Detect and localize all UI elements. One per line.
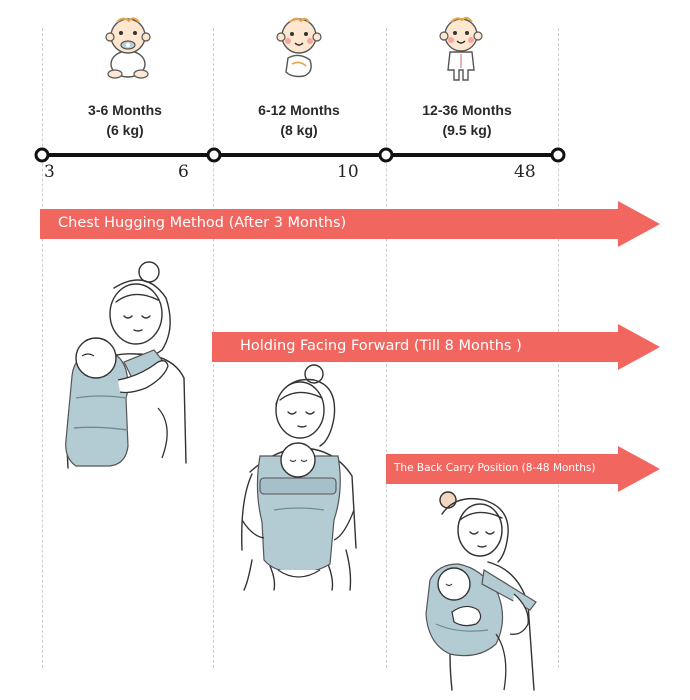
facing-forward-illustration bbox=[234, 360, 364, 592]
timeline-node-4 bbox=[550, 147, 566, 163]
stage-label-1: 3-6 Months (6 kg) bbox=[50, 100, 200, 140]
stage-weight-2: (8 kg) bbox=[280, 122, 318, 138]
stage-months-3: 12-36 Months bbox=[422, 102, 512, 118]
baby-with-pacifier-icon bbox=[103, 14, 153, 82]
tick-label-10: 10 bbox=[337, 162, 359, 182]
back-carry-label: The Back Carry Position (8-48 Months) bbox=[394, 462, 596, 474]
guide-line-1 bbox=[42, 28, 43, 668]
stage-weight-3: (9.5 kg) bbox=[442, 122, 492, 138]
age-timeline bbox=[34, 147, 566, 163]
stage-label-3: 12-36 Months (9.5 kg) bbox=[392, 100, 542, 140]
baby-standing-icon bbox=[436, 14, 486, 84]
stage-months-2: 6-12 Months bbox=[258, 102, 340, 118]
timeline-node-3 bbox=[378, 147, 394, 163]
chest-hugging-illustration bbox=[54, 258, 194, 473]
stage-label-2: 6-12 Months (8 kg) bbox=[224, 100, 374, 140]
chest-hugging-label: Chest Hugging Method (After 3 Months) bbox=[58, 215, 347, 231]
tick-label-48: 48 bbox=[514, 162, 536, 182]
facing-forward-arrow: Holding Facing Forward (Till 8 Months ) bbox=[212, 324, 662, 370]
stage-months-1: 3-6 Months bbox=[88, 102, 162, 118]
back-carry-illustration bbox=[418, 484, 548, 692]
baby-sitting-icon bbox=[274, 14, 324, 82]
tick-label-6: 6 bbox=[178, 162, 189, 182]
stage-weight-1: (6 kg) bbox=[106, 122, 144, 138]
facing-forward-label: Holding Facing Forward (Till 8 Months ) bbox=[240, 338, 522, 354]
timeline-node-1 bbox=[34, 147, 50, 163]
chest-hugging-arrow: Chest Hugging Method (After 3 Months) bbox=[40, 201, 662, 247]
tick-label-3: 3 bbox=[44, 162, 55, 182]
back-carry-arrow: The Back Carry Position (8-48 Months) bbox=[386, 446, 662, 492]
timeline-node-2 bbox=[206, 147, 222, 163]
